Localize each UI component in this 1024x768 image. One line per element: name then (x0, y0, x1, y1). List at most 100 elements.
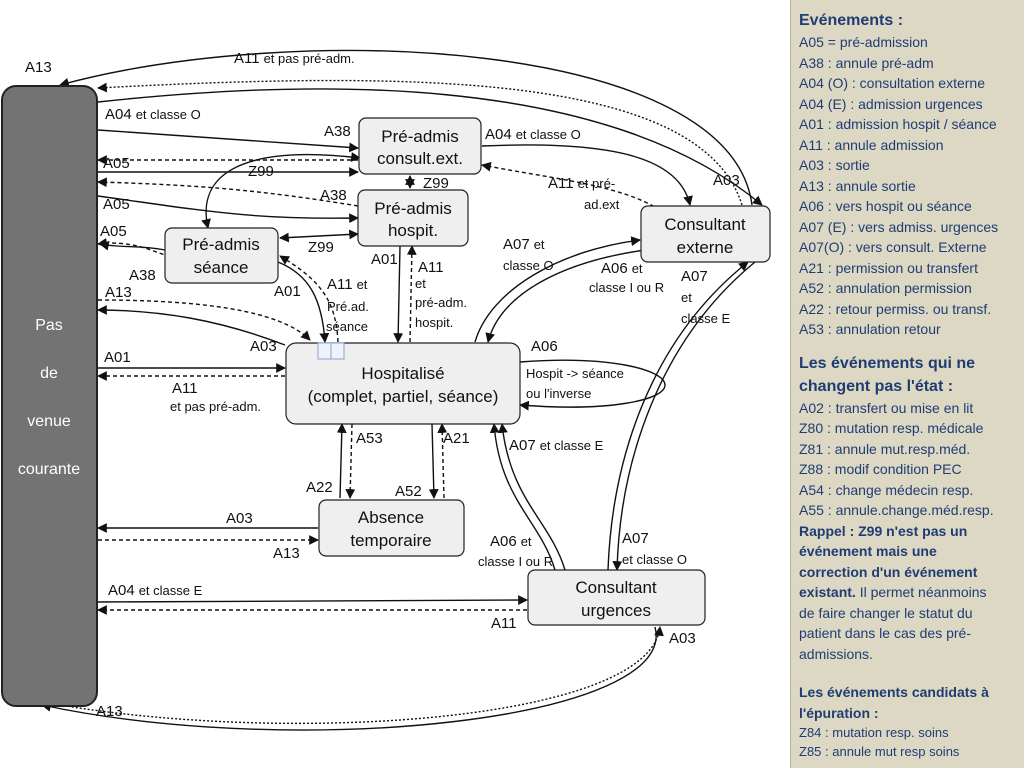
no-change-item: A54 : change médecin resp. (799, 481, 974, 498)
svg-text:A13: A13 (273, 545, 300, 562)
candidates-title: Les événements candidats à l'épuration : (799, 684, 989, 721)
svg-text:classe I ou R: classe I ou R (478, 554, 553, 569)
svg-text:A38: A38 (324, 123, 351, 140)
svg-text:A05: A05 (100, 223, 127, 240)
edge-a06-ext-u (612, 261, 756, 571)
svg-text:classe O: classe O (503, 258, 554, 273)
event-item: A13 : annule sortie (799, 177, 916, 194)
svg-text:A11: A11 (418, 259, 444, 276)
event-item: A21 : permission ou transfert (799, 259, 978, 276)
edge-a06-u (498, 423, 566, 571)
edge-a01-hospit (393, 245, 404, 343)
edge-z99-3 (279, 229, 359, 243)
edge-a06-ce (485, 249, 646, 343)
svg-text:et classe O: et classe O (622, 552, 687, 567)
svg-text:et: et (415, 276, 426, 291)
node-preadmis-seance: Pré-admis séance (164, 227, 279, 284)
svg-text:hospit.: hospit. (388, 221, 438, 240)
svg-text:classe I ou R: classe I ou R (589, 280, 664, 295)
svg-text:A13: A13 (105, 284, 132, 301)
svg-text:A13: A13 (96, 703, 123, 720)
no-change-item: A55 : annule.change.méd.resp. (799, 502, 994, 518)
no-change-item: Z88 : modif condition PEC (799, 461, 962, 477)
node-preadmis-consult: Pré-admis consult.ext. (358, 117, 482, 175)
svg-text:Pré.ad.: Pré.ad. (327, 299, 369, 314)
svg-text:A38: A38 (320, 187, 347, 204)
svg-text:Hospitalisé: Hospitalisé (361, 364, 444, 383)
svg-text:séance: séance (326, 319, 368, 334)
svg-text:(complet, partiel, séance): (complet, partiel, séance) (308, 387, 499, 406)
svg-text:A01: A01 (274, 283, 301, 300)
edge-a52 (437, 423, 448, 499)
svg-text:A07: A07 (681, 268, 708, 285)
svg-text:et: et (681, 290, 692, 305)
svg-text:A01: A01 (104, 349, 131, 366)
edge-a04-o2 (481, 144, 693, 206)
event-item: A05 = pré-admission (799, 34, 928, 50)
no-change-item: Z80 : mutation resp. médicale (799, 420, 984, 436)
svg-text:A11: A11 (172, 380, 198, 397)
node-hospitalise: Hospitalisé (complet, partiel, séance) (285, 342, 521, 425)
svg-text:Pré-admis: Pré-admis (374, 199, 451, 218)
edge-a38-hospit (97, 177, 359, 207)
svg-text:A05: A05 (103, 155, 130, 172)
legend-sidebar: Evénements : A05 = pré-admission A38 : a… (790, 0, 1024, 768)
edge-a11-seance (279, 255, 339, 343)
svg-text:ad.ext: ad.ext (584, 197, 620, 212)
label-a13-top: A13 (25, 59, 52, 76)
event-item: A07(O) : vers consult. Externe (799, 239, 987, 255)
svg-text:Hospit -> séance: Hospit -> séance (526, 366, 624, 381)
svg-text:A01: A01 (371, 251, 398, 268)
pas-venue-line-2: de (40, 365, 58, 382)
events-list: A05 = pré-admission A38 : annule pré-adm… (799, 32, 1024, 340)
state-diagram: Pas de venue courante Pré-admis consult.… (1, 49, 771, 731)
z99-reminder: Rappel : Z99 n'est pas un événement mais… (799, 522, 987, 662)
svg-text:A53: A53 (356, 430, 383, 447)
event-item: A11 : annule admission (799, 136, 944, 153)
svg-text:A52: A52 (395, 483, 422, 500)
svg-text:classe E: classe E (681, 311, 730, 326)
svg-text:A11: A11 (491, 615, 517, 632)
edge-a13-2 (97, 299, 311, 341)
candidate-item: Z85 : annule mut resp soins (799, 744, 960, 759)
no-change-title: Les événements qui ne changent pas l'éta… (799, 354, 976, 395)
svg-text:Z99: Z99 (248, 163, 274, 180)
event-item: A06 : vers hospit ou séance (799, 198, 972, 214)
edge-a04-o (97, 129, 359, 153)
event-item: A01 : admission hospit / séance (799, 116, 997, 132)
svg-text:A07: A07 (622, 530, 649, 547)
edge-a03-u (41, 626, 657, 731)
event-item: A04 (O) : consultation externe (799, 75, 985, 91)
svg-text:A21: A21 (443, 430, 470, 447)
edge-a53 (345, 423, 356, 499)
svg-text:Consultant: Consultant (664, 215, 746, 234)
event-item: A04 (E) : admission urgences (799, 95, 983, 112)
svg-text:Z99: Z99 (308, 239, 334, 256)
event-item: A22 : retour permiss. ou transf. (799, 300, 992, 317)
edge-a04-e (97, 595, 528, 605)
svg-text:Z99: Z99 (423, 175, 449, 192)
no-change-list: A02 : transfert ou mise en lit Z80 : mut… (799, 398, 1024, 521)
edge-a07-u (607, 261, 749, 571)
edge-a22 (336, 423, 347, 499)
edge-a13-top (59, 49, 753, 206)
pas-venue-line-4: courante (18, 461, 80, 478)
candidate-item: Z84 : mutation resp. soins (799, 725, 949, 740)
edge-a11-preext (481, 161, 661, 211)
svg-text:A03: A03 (669, 630, 696, 647)
svg-text:externe: externe (677, 238, 734, 257)
edge-a11-top (97, 79, 743, 206)
event-item: A07 (E) : vers admiss. urgences (799, 218, 999, 235)
svg-text:urgences: urgences (581, 601, 651, 620)
edge-z99-1 (201, 152, 361, 229)
event-item: A52 : annulation permission (799, 280, 972, 296)
svg-text:A03: A03 (713, 172, 740, 189)
edge-a11-hospit (406, 245, 417, 343)
